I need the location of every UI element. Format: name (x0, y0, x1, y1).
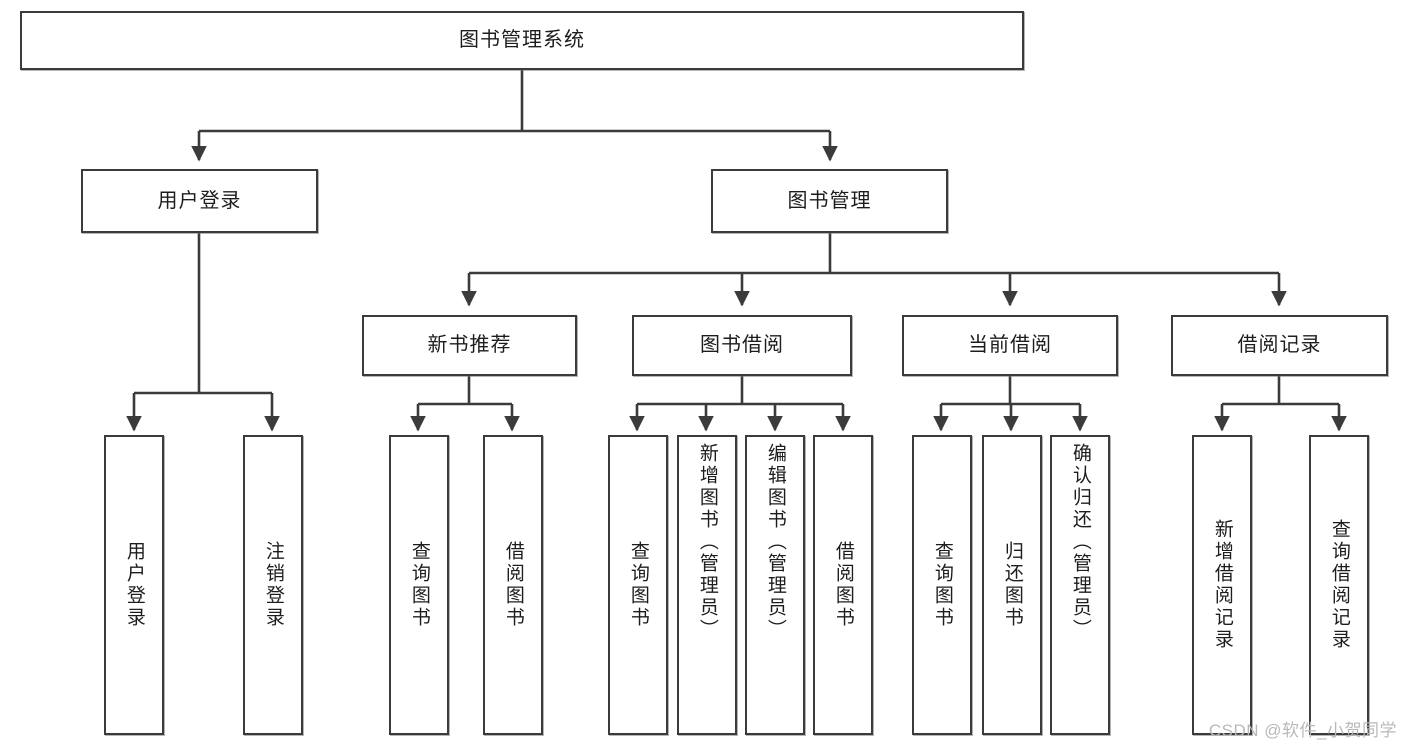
node-label: 借阅图书 (832, 541, 854, 629)
leaf-user-login-logout[interactable]: 注销登录 (243, 435, 303, 735)
node-label: 查询借阅记录 (1328, 519, 1350, 651)
node-label: 图书管理系统 (459, 29, 585, 51)
leaf-current-query-books[interactable]: 查询图书 (912, 435, 972, 735)
leaf-borrow-edit-book-admin[interactable]: 编辑图书（管理员） (745, 435, 805, 735)
node-label: 借阅图书 (502, 541, 524, 629)
node-label: 新增借阅记录 (1211, 519, 1233, 651)
node-label: 查询图书 (931, 541, 953, 629)
node-book-management[interactable]: 图书管理 (711, 169, 948, 233)
node-borrowing-record[interactable]: 借阅记录 (1171, 315, 1388, 376)
node-current-borrowing[interactable]: 当前借阅 (902, 315, 1118, 376)
node-label: 新书推荐 (427, 334, 512, 356)
node-label: 借阅记录 (1237, 334, 1322, 356)
node-label: 查询图书 (408, 541, 430, 629)
node-root-book-management-system[interactable]: 图书管理系统 (20, 11, 1024, 70)
watermark-text: CSDN @软件_小贺同学 (1208, 721, 1397, 740)
leaf-borrow-query-books[interactable]: 查询图书 (608, 435, 668, 735)
leaf-new-book-query-books[interactable]: 查询图书 (389, 435, 449, 735)
node-label: 用户登录 (123, 541, 145, 629)
leaf-borrow-add-book-admin[interactable]: 新增图书（管理员） (677, 435, 737, 735)
node-book-borrowing[interactable]: 图书借阅 (632, 315, 852, 376)
leaf-record-add-borrow-record[interactable]: 新增借阅记录 (1192, 435, 1252, 735)
node-label: 图书管理 (787, 189, 872, 212)
node-new-book-recommendation[interactable]: 新书推荐 (362, 315, 577, 376)
node-label: 归还图书 (1001, 541, 1023, 629)
leaf-current-confirm-return-admin[interactable]: 确认归还（管理员） (1050, 435, 1110, 735)
leaf-borrow-borrow-books[interactable]: 借阅图书 (813, 435, 873, 735)
leaf-current-return-books[interactable]: 归还图书 (982, 435, 1042, 735)
node-label: 编辑图书（管理员） (764, 443, 786, 641)
leaf-user-login-login[interactable]: 用户登录 (104, 435, 164, 735)
leaf-new-book-borrow-books[interactable]: 借阅图书 (483, 435, 543, 735)
node-label: 确认归还（管理员） (1069, 443, 1091, 641)
node-label: 查询图书 (627, 541, 649, 629)
node-label: 图书借阅 (700, 334, 784, 356)
node-label: 新增图书（管理员） (696, 443, 718, 641)
node-label: 用户登录 (157, 189, 242, 212)
node-user-login[interactable]: 用户登录 (81, 169, 318, 233)
leaf-record-query-borrow-record[interactable]: 查询借阅记录 (1309, 435, 1369, 735)
node-label: 注销登录 (262, 541, 284, 629)
node-label: 当前借阅 (968, 334, 1052, 356)
